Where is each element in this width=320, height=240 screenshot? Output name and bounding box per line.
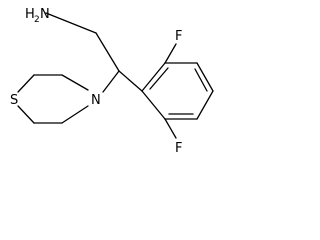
- bond-ring-n-c1: [61, 74, 89, 91]
- ring-nitrogen-label: N: [91, 93, 101, 108]
- bond-n-ch2: [45, 12, 97, 34]
- bond-ar-c4-c5: [196, 90, 214, 120]
- bond-ring-c4-n: [61, 105, 89, 124]
- structure-canvas: H 2 N N S F F: [0, 0, 218, 156]
- bond-ch2-ch: [95, 32, 120, 72]
- sulfur-label: S: [10, 93, 18, 108]
- bond-ar-double-2: [194, 68, 208, 92]
- bond-c-f-top: [164, 43, 177, 64]
- bond-ring-s-c3: [17, 105, 35, 124]
- bond-ar-double-1: [149, 67, 169, 90]
- bond-ring-c2-s: [17, 74, 35, 93]
- bond-c-f-bottom: [164, 118, 177, 139]
- bond-ch-aryl: [118, 70, 143, 92]
- fluorine-bottom-label: F: [175, 141, 182, 156]
- fluorine-top-label: F: [175, 29, 182, 44]
- amine-n: N: [40, 7, 50, 22]
- amine-label: H 2 N: [25, 7, 50, 25]
- molecule-structure: H 2 N N S F F: [10, 7, 214, 156]
- bond-ar-c3-c4: [196, 62, 214, 92]
- amine-subscript: 2: [34, 15, 40, 25]
- amine-h: H: [25, 7, 35, 22]
- bond-ar-c6-c1: [141, 90, 166, 120]
- bond-ar-c1-c2: [141, 62, 166, 92]
- bond-ch-ring-n: [102, 70, 120, 93]
